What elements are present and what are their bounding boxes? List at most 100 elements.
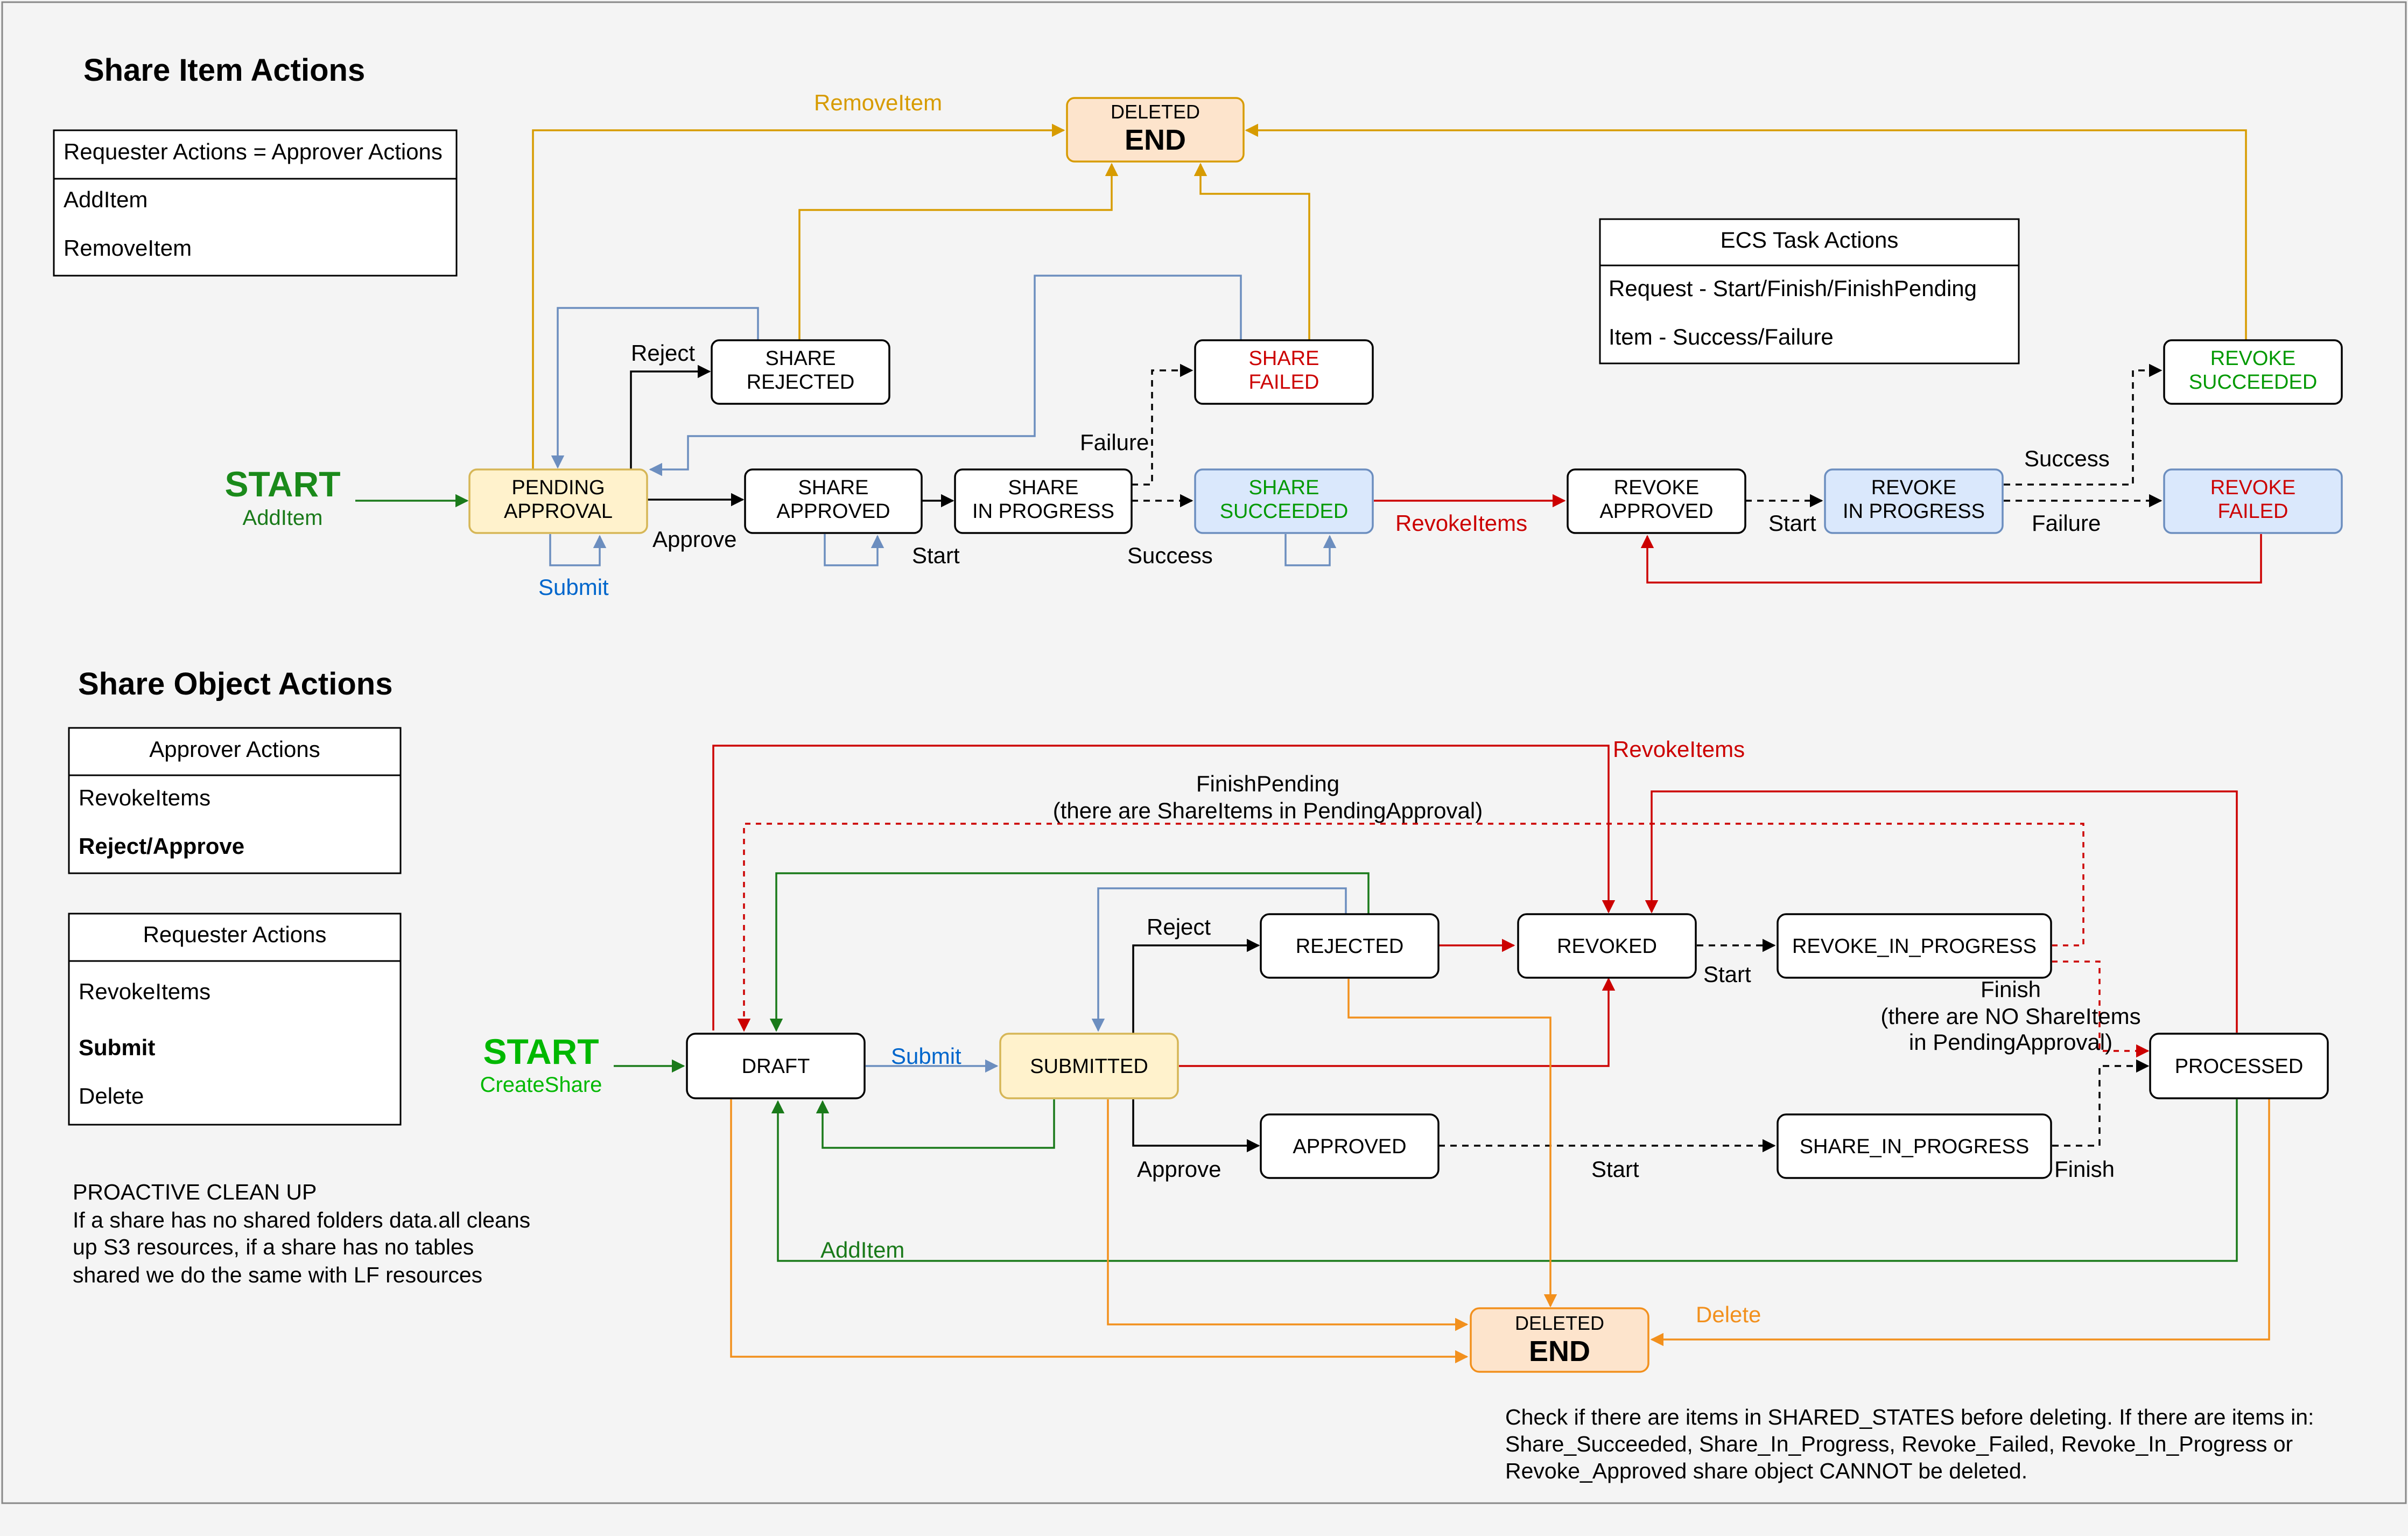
svg-text:Delete: Delete (79, 1083, 144, 1109)
svg-text:REVOKE_IN_PROGRESS: REVOKE_IN_PROGRESS (1792, 935, 2037, 958)
edge-label-submit: Submit (538, 574, 609, 600)
legend-header: Requester Actions = Approver Actions (64, 139, 443, 164)
svg-text:Reject/Approve: Reject/Approve (79, 833, 244, 859)
share-item-edge-labels: RemoveItem Reject Approve Submit Start F… (538, 90, 2110, 600)
svg-text:REVOKE: REVOKE (2210, 347, 2295, 370)
approved-node: APPROVED (1260, 1113, 1440, 1179)
share-item-nodes: DELETED END PENDING APPROVAL SHARE REJEC… (468, 97, 2343, 534)
svg-text:RevokeItems: RevokeItems (79, 979, 210, 1004)
legend-item: RemoveItem (64, 235, 192, 261)
edge-label-add-item: AddItem (820, 1237, 904, 1263)
svg-text:SUCCEEDED: SUCCEEDED (2189, 371, 2318, 394)
edge-label-revoke-failure: Failure (2032, 510, 2101, 536)
svg-text:IN PROGRESS: IN PROGRESS (972, 500, 1114, 523)
svg-text:SHARE: SHARE (1249, 476, 1319, 499)
edge-label-finish-pending-note: (there are ShareItems in PendingApproval… (1053, 798, 1483, 823)
share-object-edge-labels: RevokeItems FinishPending (there are Sha… (820, 737, 2141, 1327)
legend-item: Item - Success/Failure (1609, 324, 1834, 349)
cleanup-note: PROACTIVE CLEAN UP If a share has no sha… (73, 1180, 530, 1287)
revoke-in-progress-node: REVOKE_IN_PROGRESS (1777, 913, 2052, 979)
edge-label-revoke-start: Start (1768, 510, 1816, 536)
edge-label-finish-note-2: in PendingApproval) (1909, 1029, 2112, 1055)
edge-label-success: Success (1127, 543, 1213, 568)
svg-text:REVOKE: REVOKE (2210, 476, 2295, 499)
svg-text:APPROVAL: APPROVAL (504, 500, 613, 523)
share-item-heading: Share Item Actions (83, 53, 365, 88)
svg-text:shared we do the same with LF: shared we do the same with LF resources (73, 1263, 482, 1287)
svg-text:IN PROGRESS: IN PROGRESS (1843, 500, 1985, 523)
draft-node: DRAFT (686, 1033, 866, 1099)
svg-text:DELETED: DELETED (1111, 101, 1200, 123)
revoke-failed-node: REVOKE FAILED (2163, 468, 2343, 534)
svg-text:REVOKE: REVOKE (1614, 476, 1699, 499)
edge-label-revoke-items: RevokeItems (1613, 737, 1745, 762)
svg-text:SUCCEEDED: SUCCEEDED (1220, 500, 1349, 523)
submitted-node: SUBMITTED (999, 1033, 1179, 1099)
svg-text:DELETED: DELETED (1515, 1312, 1604, 1334)
svg-text:Requester Actions: Requester Actions (143, 922, 327, 947)
svg-text:Share_Succeeded, Share_In_Prog: Share_Succeeded, Share_In_Progress, Revo… (1505, 1432, 2293, 1456)
requester-legend: Requester Actions RevokeItems Submit Del… (68, 913, 402, 1126)
svg-text:PENDING: PENDING (511, 476, 605, 499)
svg-text:Revoke_Approved share object C: Revoke_Approved share object CANNOT be d… (1505, 1458, 2027, 1483)
svg-text:SUBMITTED: SUBMITTED (1030, 1055, 1148, 1078)
start-label: START (224, 464, 340, 504)
share-item-legend: Requester Actions = Approver Actions Add… (53, 129, 458, 277)
svg-text:Check if there are items in SH: Check if there are items in SHARED_STATE… (1505, 1405, 2314, 1429)
svg-text:SHARE: SHARE (1008, 476, 1079, 499)
start-label: START (483, 1032, 599, 1071)
svg-text:If a share has no shared folde: If a share has no shared folders data.al… (73, 1208, 530, 1232)
pending-approval-node: PENDING APPROVAL (468, 468, 648, 534)
svg-text:APPROVED: APPROVED (1599, 500, 1713, 523)
svg-text:Approver Actions: Approver Actions (149, 737, 320, 762)
svg-text:REVOKED: REVOKED (1557, 935, 1657, 958)
edge-label-revoke-items: RevokeItems (1395, 510, 1527, 536)
ecs-legend-header: ECS Task Actions (1721, 227, 1899, 253)
share-object-nodes: DRAFT SUBMITTED REJECTED APPROVED REVOKE… (686, 913, 2329, 1373)
revoked-node: REVOKED (1517, 913, 1697, 979)
edge-label-reject: Reject (1147, 914, 1211, 939)
svg-text:APPROVED: APPROVED (1293, 1135, 1406, 1158)
share-rejected-node: SHARE REJECTED (711, 339, 890, 405)
ecs-legend: ECS Task Actions Request - Start/Finish/… (1599, 218, 2020, 364)
share-failed-node: SHARE FAILED (1194, 339, 1374, 405)
revoke-in-progress-node: REVOKE IN PROGRESS (1824, 468, 2004, 534)
approver-legend: Approver Actions RevokeItems Reject/Appr… (68, 727, 402, 874)
revoke-succeeded-node: REVOKE SUCCEEDED (2163, 339, 2343, 405)
edge-label-reject: Reject (631, 340, 695, 366)
share-object-heading: Share Object Actions (78, 667, 392, 702)
svg-text:DRAFT: DRAFT (742, 1055, 810, 1078)
svg-text:PROCESSED: PROCESSED (2175, 1055, 2304, 1078)
legend-item: AddItem (64, 187, 148, 212)
svg-text:Submit: Submit (79, 1035, 155, 1060)
svg-text:REJECTED: REJECTED (1296, 935, 1404, 958)
edge-label-finish: Finish (1981, 977, 2041, 1002)
svg-text:PROACTIVE CLEAN UP: PROACTIVE CLEAN UP (73, 1180, 317, 1204)
edge-label-finish-pending: FinishPending (1196, 771, 1339, 796)
svg-text:REVOKE: REVOKE (1871, 476, 1956, 499)
edge-label-start: Start (912, 543, 960, 568)
svg-text:FAILED: FAILED (1249, 371, 1319, 394)
edge-label-start-share: Start (1591, 1156, 1639, 1182)
end-node: DELETED END (1470, 1307, 1649, 1373)
edge-label-finish-share: Finish (2054, 1156, 2115, 1182)
svg-text:SHARE: SHARE (1249, 347, 1319, 370)
share-in-progress-node: SHARE IN PROGRESS (954, 468, 1133, 534)
edge-label-start-revoke: Start (1703, 962, 1751, 987)
edge-label-submit: Submit (891, 1043, 961, 1069)
edge-label-failure: Failure (1080, 430, 1149, 455)
edge-label-approve: Approve (1137, 1156, 1221, 1182)
edge-label-approve: Approve (652, 527, 736, 552)
delete-note: Check if there are items in SHARED_STATE… (1505, 1405, 2314, 1483)
share-object-edges (614, 745, 2270, 1364)
start-sub-label: CreateShare (480, 1073, 602, 1097)
svg-text:APPROVED: APPROVED (776, 500, 890, 523)
edge-label-revoke-success: Success (2024, 446, 2110, 471)
share-approved-node: SHARE APPROVED (744, 468, 923, 534)
svg-text:FAILED: FAILED (2218, 500, 2288, 523)
share-succeeded-node: SHARE SUCCEEDED (1194, 468, 1374, 534)
start-sub-label: AddItem (243, 506, 323, 530)
revoke-approved-node: REVOKE APPROVED (1567, 468, 1746, 534)
processed-node: PROCESSED (2149, 1033, 2329, 1099)
end-node: DELETED END (1066, 97, 1245, 163)
